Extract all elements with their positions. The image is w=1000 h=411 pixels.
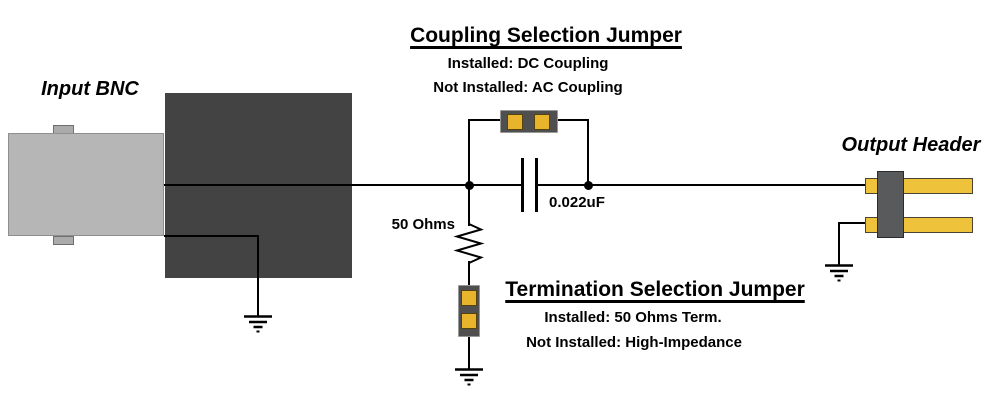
resistor-symbol: [453, 223, 485, 264]
bnc-barrel: [8, 133, 164, 236]
termination-jumper-pad-bottom: [461, 313, 477, 329]
coupling-not-installed-note: Not Installed: AC Coupling: [433, 79, 623, 96]
termination-wire-upper: [468, 186, 470, 226]
output-header-label: Output Header: [841, 134, 981, 156]
bnc-ground-wire-vertical: [257, 235, 259, 316]
junction-dot-right: [584, 181, 593, 190]
coupling-bypass-wire-right: [587, 119, 589, 186]
output-ground-wire-vertical: [838, 222, 840, 265]
capacitor-value-label: 0.022uF: [549, 194, 605, 211]
coupling-jumper-title: Coupling Selection Jumper: [410, 24, 682, 47]
coupling-installed-note: Installed: DC Coupling: [447, 55, 609, 72]
signal-wire-right: [536, 184, 866, 186]
termination-wire-middle: [468, 261, 470, 287]
termination-jumper-title: Termination Selection Jumper: [505, 278, 805, 301]
termination-installed-note: Installed: 50 Ohms Term.: [544, 309, 722, 326]
resistor-value-label: 50 Ohms: [391, 216, 455, 233]
ground-symbol-bnc: [242, 315, 274, 333]
coupling-jumper-pad-right: [534, 114, 550, 130]
capacitor-plate-right: [535, 158, 538, 212]
capacitor-plate-left: [521, 158, 524, 212]
ground-symbol-termination: [453, 368, 485, 386]
output-header-body: [877, 171, 904, 238]
termination-not-installed-note: Not Installed: High-Impedance: [526, 334, 742, 351]
bnc-mount-tab-bottom: [53, 236, 74, 245]
termination-wire-lower: [468, 336, 470, 369]
bnc-ground-wire-horizontal: [164, 235, 259, 237]
input-bnc-label: Input BNC: [41, 78, 139, 100]
ground-symbol-output: [823, 264, 855, 282]
coupling-bypass-wire-left: [468, 119, 470, 186]
junction-dot-left: [465, 181, 474, 190]
signal-wire-left: [164, 184, 522, 186]
coupling-jumper-pad-left: [507, 114, 523, 130]
termination-jumper-pad-top: [461, 290, 477, 306]
output-ground-wire-horizontal: [838, 222, 866, 224]
